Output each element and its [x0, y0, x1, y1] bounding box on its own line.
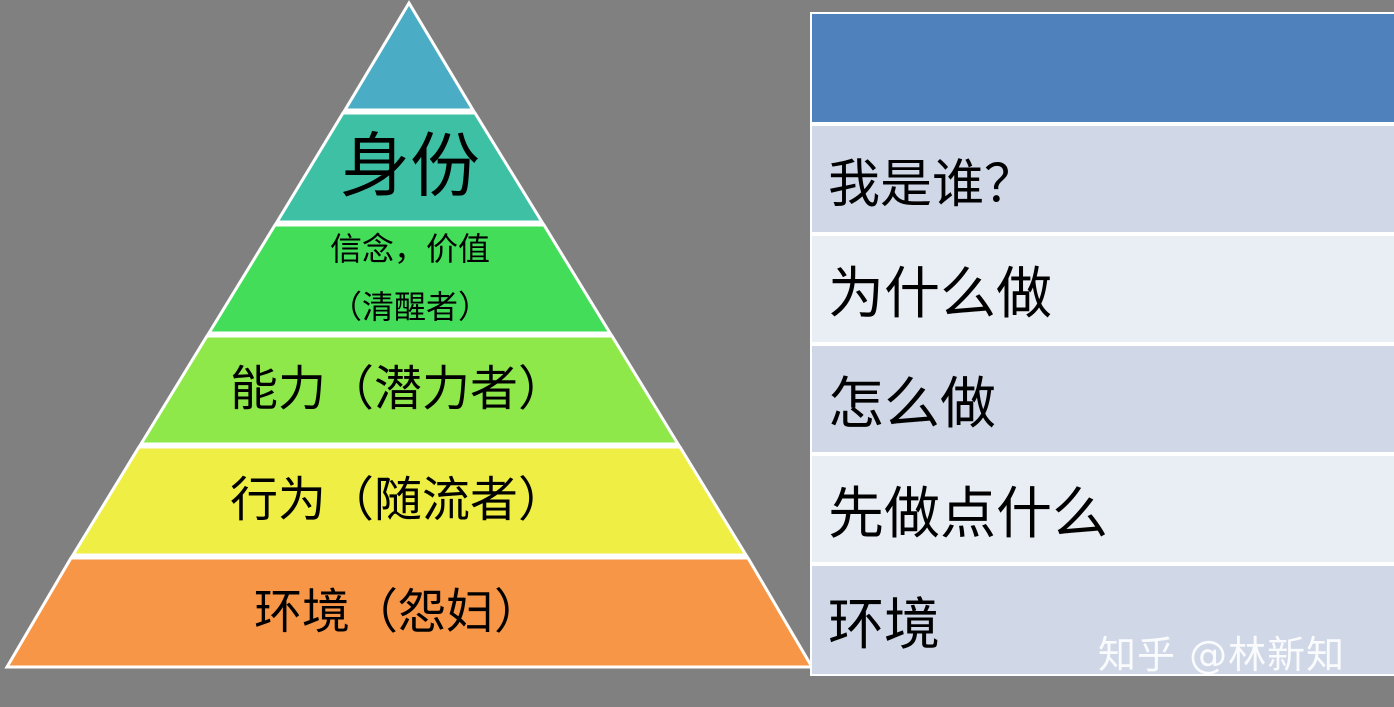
table-row-beliefs: 为什么做	[812, 236, 1394, 342]
layer-label-identity: 身份	[340, 125, 480, 207]
layer-label-capability: 能力（潜力者）	[230, 361, 566, 417]
layer-label-environment: 环境（怨妇）	[254, 584, 542, 640]
pyramid-layer-apex	[342, 0, 476, 112]
pyramid-layer-beliefs	[206, 223, 613, 335]
table-header	[812, 14, 1394, 122]
pyramid-layer-behavior	[70, 445, 749, 557]
table-row-environment: 环境	[812, 566, 1394, 674]
pyramid-diagram: 身份 信念，价值 （清醒者） 能力（潜力者） 行为（随流者） 环境（怨妇）	[4, 0, 815, 669]
table-row-capability: 怎么做	[812, 346, 1394, 452]
layer-label-beliefs: 信念，价值	[330, 230, 490, 268]
table-row-behavior: 先做点什么	[812, 456, 1394, 562]
question-table: 我是谁？ 为什么做 怎么做 先做点什么 环境	[810, 12, 1394, 676]
pyramid-layer-capability	[138, 334, 681, 446]
layer-label-beliefs-role: （清醒者）	[330, 288, 490, 326]
table-row-identity: 我是谁？	[812, 126, 1394, 232]
watermark: 知乎 @林新知	[1098, 633, 1346, 677]
pyramid-layer-identity	[274, 111, 545, 224]
layer-label-behavior: 行为（随流者）	[230, 472, 566, 528]
